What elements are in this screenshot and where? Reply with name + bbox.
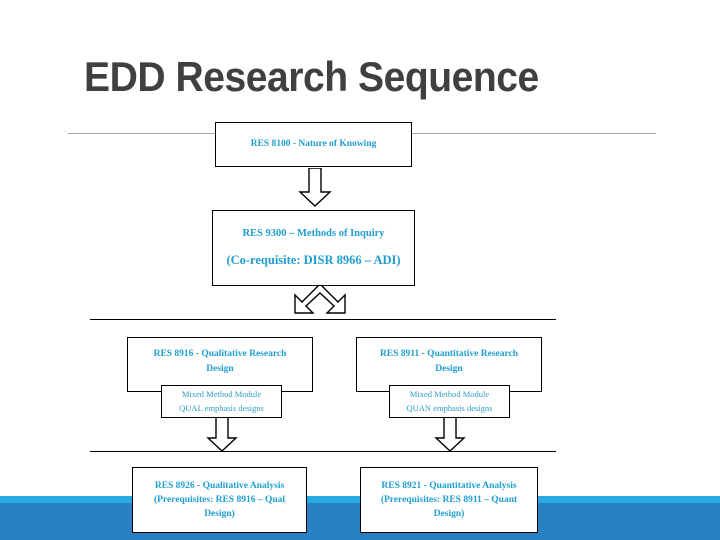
module-box-quan-line2: QUAN emphasis designs [406,402,493,413]
course-box-res8916[interactable]: RES 8916 - Qualitative Research Design [127,337,313,392]
course-box-res9300[interactable]: RES 9300 – Methods of Inquiry (Co-requis… [212,210,415,286]
course-box-res8911[interactable]: RES 8911 - Quantitative Research Design [356,337,542,392]
course-box-res9300-line1: RES 9300 – Methods of Inquiry [242,228,385,240]
course-box-res8911-line2: Design [435,363,463,374]
course-box-res8916-line2: Design [206,363,234,374]
split-down-arrow-icon [294,283,346,314]
course-box-res8100-line1: RES 8100 - Nature of Knowing [250,139,377,150]
course-box-res8916-line1: RES 8916 - Qualitative Research [153,349,287,360]
course-box-res8921-line1: RES 8921 - Quantitative Analysis [381,480,517,491]
course-box-res8100[interactable]: RES 8100 - Nature of Knowing [215,122,412,167]
course-box-res8911-line1: RES 8911 - Quantitative Research [379,349,519,360]
down-arrow-icon-top [298,168,332,207]
course-box-res8926-line3: Design) [204,509,235,520]
page-title: EDD Research Sequence [84,53,539,100]
course-box-res8921[interactable]: RES 8921 - Quantitative Analysis (Prereq… [360,467,538,533]
course-box-res8926-line1: RES 8926 - Qualitative Analysis [154,480,285,491]
course-box-res8926[interactable]: RES 8926 - Qualitative Analysis (Prerequ… [132,467,307,533]
course-box-res8921-line2: (Prerequisites: RES 8911 – Quant [380,494,518,505]
middle-divider-rule [90,319,556,320]
course-box-res8926-line2: (Prerequisites: RES 8916 – Qual [153,494,286,505]
down-arrow-icon-quan [434,417,466,452]
module-box-qual[interactable]: Mixed Method Module QUAL emphasis design… [161,385,282,418]
course-box-res9300-line2: (Co-requisite: DISR 8966 – ADI) [226,253,401,267]
module-box-qual-line2: QUAL emphasis designs [179,402,264,413]
bottom-divider-rule [90,451,556,452]
module-box-qual-line1: Mixed Method Module [181,389,262,400]
module-box-quan[interactable]: Mixed Method Module QUAN emphasis design… [389,385,510,418]
module-box-quan-line1: Mixed Method Module [409,389,490,400]
down-arrow-icon-qual [206,417,238,452]
course-box-res8921-line3: Design) [433,509,465,520]
